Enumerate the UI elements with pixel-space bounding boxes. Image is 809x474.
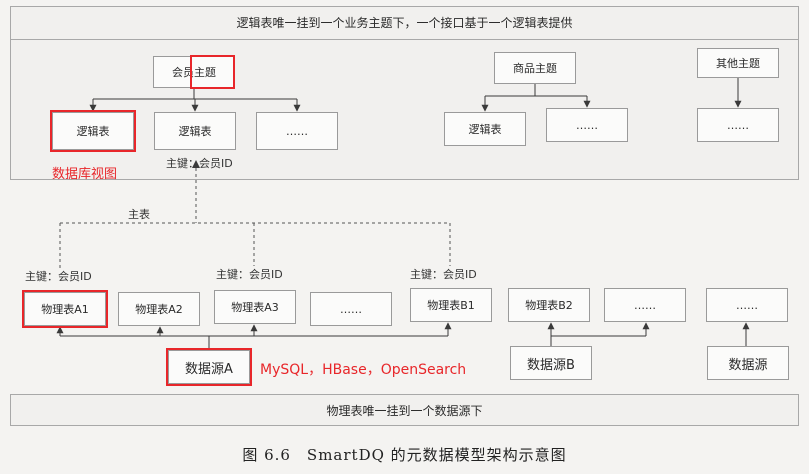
physical-table-b-more: …… (604, 288, 686, 322)
member-logical-more: …… (256, 112, 338, 150)
physical-rule-banner: 物理表唯一挂到一个数据源下 (326, 403, 483, 418)
physical-pk-label-b1: 主键：会员ID (410, 268, 477, 281)
physical-table-a2: 物理表A2 (118, 292, 200, 326)
physical-table-other-more: …… (706, 288, 788, 322)
topic-goods: 商品主题 (494, 52, 576, 84)
logical-layer-band (10, 6, 799, 180)
logical-pk-label: 主键：会员ID (166, 157, 233, 170)
data-source-a: 数据源A (168, 350, 250, 384)
figure-caption: 图 6.6 SmartDQ 的元数据模型架构示意图 (242, 446, 567, 464)
physical-table-a1: 物理表A1 (24, 292, 106, 326)
highlight-logical-table (50, 110, 136, 152)
annotation-db-view: 数据库视图 (52, 167, 118, 182)
topic-other: 其他主题 (697, 48, 779, 78)
logical-rule-banner: 逻辑表唯一挂到一个业务主题下，一个接口基于一个逻辑表提供 (10, 6, 799, 40)
member-logical-table-1: 逻辑表 (52, 112, 134, 150)
physical-table-b1: 物理表B1 (410, 288, 492, 322)
physical-table-a3: 物理表A3 (214, 290, 296, 324)
main-table-label: 主表 (128, 208, 150, 221)
highlight-physical-a1 (22, 290, 108, 328)
physical-table-b2: 物理表B2 (508, 288, 590, 322)
data-source-b: 数据源B (510, 346, 592, 380)
highlight-member-topic (190, 55, 235, 89)
highlight-source-a (166, 348, 252, 386)
goods-logical-more: …… (546, 108, 628, 142)
other-logical-more: …… (697, 108, 779, 142)
goods-logical-table: 逻辑表 (444, 112, 526, 146)
physical-pk-label-a1: 主键：会员ID (25, 270, 92, 283)
data-source-other: 数据源 (707, 346, 789, 380)
physical-rule-banner-frame (10, 394, 799, 426)
member-logical-table-2: 逻辑表 (154, 112, 236, 150)
physical-table-a-more: …… (310, 292, 392, 326)
physical-pk-label-a3: 主键：会员ID (216, 268, 283, 281)
annotation-engines: MySQL，HBase，OpenSearch (260, 362, 467, 378)
